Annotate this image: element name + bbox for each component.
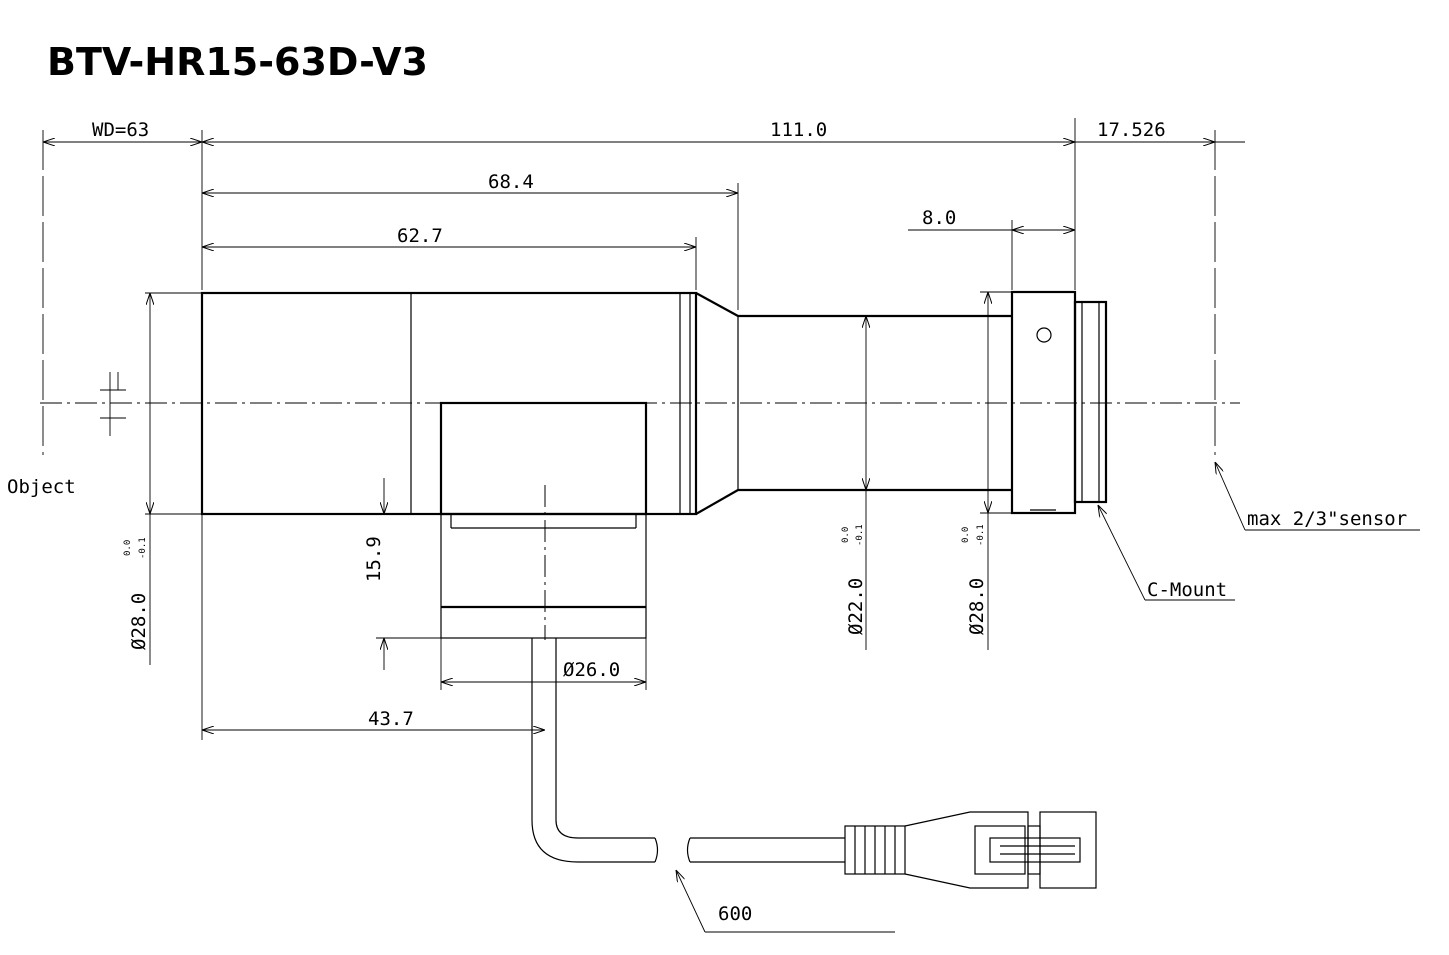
- height-15-9-label: 15.9: [363, 536, 385, 582]
- dim-62-7: 62.7: [202, 225, 697, 290]
- total-length-label: 111.0: [770, 119, 827, 141]
- dia-22-tol-upper: 0.0: [841, 527, 851, 543]
- dia-28-left-tol-lower: -0.1: [138, 537, 148, 559]
- dia-22-tol-lower: -0.1: [855, 524, 865, 546]
- sensor-leader: max 2/3"sensor: [1215, 462, 1420, 531]
- dia-28-right-tol-lower: -0.1: [976, 524, 986, 546]
- dia-28-right-label: Ø28.0: [966, 578, 988, 635]
- dim-dia-28-right: Ø28.0 0.0 -0.1: [961, 291, 1012, 650]
- focus-mark: [100, 372, 126, 436]
- dim-68-4: 68.4: [202, 171, 739, 310]
- dia-28-left-tol-upper: 0.0: [123, 540, 133, 556]
- dim-15-9: 15.9: [363, 478, 441, 670]
- dim-8-0: 8.0: [908, 207, 1075, 290]
- dim-dia-22: Ø22.0 0.0 -0.1: [841, 316, 867, 650]
- wd-label: WD=63: [92, 119, 149, 141]
- object-label: Object: [7, 476, 76, 498]
- dia-28-left-label: Ø28.0: [128, 593, 150, 650]
- len-68-4-label: 68.4: [488, 171, 534, 193]
- dim-wd: WD=63: [43, 119, 202, 142]
- dia-26-label: Ø26.0: [563, 659, 620, 681]
- cable-length-leader: 600: [676, 870, 895, 933]
- sensor-label: max 2/3"sensor: [1247, 508, 1407, 530]
- mount-8-0-label: 8.0: [922, 207, 956, 229]
- dim-dia-28-left: Ø28.0 0.0 -0.1: [123, 292, 202, 665]
- dim-back-focus: 17.526: [1075, 119, 1245, 142]
- dim-total-length: 111.0: [202, 119, 1075, 142]
- len-62-7-label: 62.7: [397, 225, 443, 247]
- back-focus-label: 17.526: [1097, 119, 1166, 141]
- light-port: [439, 401, 648, 640]
- dia-22-label: Ø22.0: [845, 578, 867, 635]
- dia-28-right-tol-upper: 0.0: [961, 527, 971, 543]
- c-mount-label: C-Mount: [1147, 579, 1227, 601]
- c-mount-leader: C-Mount: [1098, 505, 1235, 601]
- dim-dia-26: Ø26.0: [440, 638, 647, 690]
- len-43-7-label: 43.7: [368, 708, 414, 730]
- dim-43-7: 43.7: [201, 514, 545, 740]
- connector: [844, 811, 1097, 889]
- cable-length-label: 600: [718, 903, 752, 925]
- model-title: BTV-HR15-63D-V3: [47, 40, 428, 84]
